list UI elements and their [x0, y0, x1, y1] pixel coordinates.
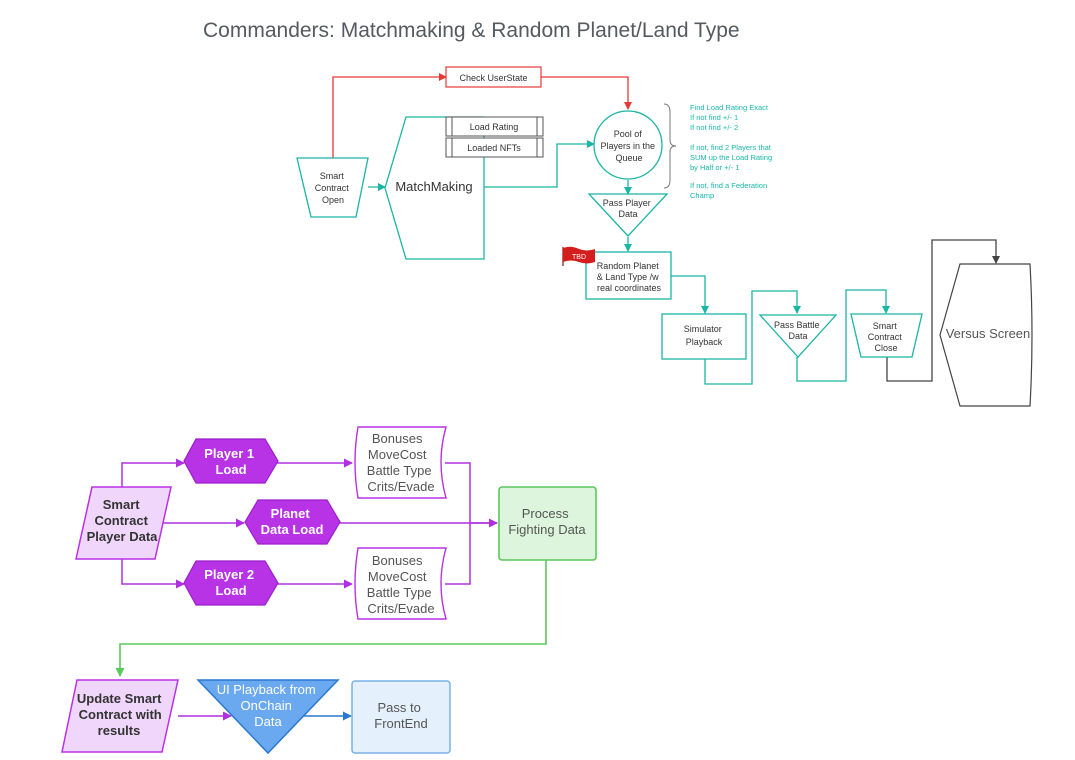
note-brace	[663, 103, 677, 189]
pass-battle-data-node: Pass Battle Data	[758, 314, 838, 358]
update-smart-contract-label: Update Smart Contract with results	[77, 691, 165, 738]
planet-data-load-label: Planet Data Load	[261, 506, 324, 537]
load-rating-label: Load Rating	[470, 122, 519, 132]
versus-screen-label: Versus Screen	[946, 326, 1031, 341]
diagram-title: Commanders: Matchmaking & Random Planet/…	[203, 19, 740, 42]
arrow-close-to-versus	[886, 239, 1000, 382]
arrow-process-to-update	[115, 560, 547, 677]
loaded-nfts-node: Loaded NFTs	[445, 137, 544, 158]
player2-load-node: Player 2 Load	[183, 560, 279, 606]
pass-to-frontend-node: Pass to FrontEnd	[351, 680, 451, 754]
ui-playback-label: UI Playback from OnChain Data	[217, 682, 320, 729]
process-fighting-data-label: Process Fighting Data	[508, 506, 586, 537]
smart-contract-close-node: Smart Contract Close	[850, 313, 923, 358]
tbd-flag-icon: TBD	[562, 246, 595, 266]
smart-contract-close-label: Smart Contract Close	[868, 321, 905, 353]
arrow-battle-to-close	[796, 289, 890, 382]
tbd-label: TBD	[572, 254, 586, 261]
arrow-sim-to-battle	[704, 290, 801, 385]
arrow-bonuses2-to-process	[445, 523, 471, 585]
simulator-playback-label: Simulator Playback	[684, 324, 725, 347]
smart-contract-open-label: Smart Contract Open	[315, 171, 352, 205]
player2-load-label: Player 2 Load	[204, 567, 258, 598]
arrow-bonuses1-to-process	[445, 462, 497, 524]
arrow-open-to-check	[332, 73, 447, 158]
pass-player-data-label: Pass Player Data	[603, 198, 654, 219]
loaded-nfts-label: Loaded NFTs	[467, 143, 521, 153]
ui-playback-node: UI Playback from OnChain Data	[196, 679, 340, 755]
simulator-playback-node: Simulator Playback	[661, 313, 747, 360]
player1-load-label: Player 1 Load	[204, 446, 258, 477]
bottom-connectors	[115, 458, 547, 721]
smart-contract-open-node: Smart Contract Open	[296, 157, 369, 218]
check-userstate-label: Check UserState	[459, 73, 527, 83]
pool-of-players-label: Pool of Players in the Queue	[600, 129, 657, 163]
arrow-sc-to-player2	[121, 556, 185, 589]
process-fighting-data-node: Process Fighting Data	[498, 486, 597, 561]
random-planet-label: Random Planet & Land Type /w real coordi…	[597, 261, 662, 293]
top-connectors	[332, 73, 1000, 385]
bonuses-1-label: Bonuses MoveCost Battle Type Crits/Evade	[367, 431, 435, 494]
random-planet-node: Random Planet & Land Type /w real coordi…	[585, 251, 672, 300]
matchmaking-rules-note: Find Load Rating Exact If not find +/- 1…	[690, 103, 774, 200]
sc-player-data-label: Smart Contract Player Data	[87, 497, 159, 544]
update-smart-contract-node: Update Smart Contract with results	[61, 679, 179, 753]
load-rating-node: Load Rating	[445, 116, 544, 137]
matchmaking-label: MatchMaking	[395, 179, 472, 194]
bonuses-2-label: Bonuses MoveCost Battle Type Crits/Evade	[367, 553, 435, 616]
check-userstate-node: Check UserState	[445, 66, 542, 88]
pass-to-frontend-label: Pass to FrontEnd	[374, 700, 427, 731]
pool-of-players-node: Pool of Players in the Queue	[593, 110, 663, 180]
bonuses-2-node: Bonuses MoveCost Battle Type Crits/Evade	[354, 547, 447, 620]
arrow-check-to-pool	[541, 76, 632, 110]
sc-player-data-node: Smart Contract Player Data	[75, 486, 172, 560]
pass-battle-data-label: Pass Battle Data	[774, 320, 822, 341]
bonuses-1-node: Bonuses MoveCost Battle Type Crits/Evade	[354, 426, 447, 499]
arrow-sc-to-player1	[121, 458, 185, 490]
planet-data-load-node: Planet Data Load	[244, 499, 341, 545]
versus-screen-node: Versus Screen	[939, 263, 1033, 407]
player1-load-node: Player 1 Load	[183, 438, 279, 484]
arrow-matchmaking-to-pool	[484, 140, 595, 188]
pass-player-data-node: Pass Player Data	[587, 193, 669, 237]
arrow-random-to-sim	[671, 275, 709, 314]
